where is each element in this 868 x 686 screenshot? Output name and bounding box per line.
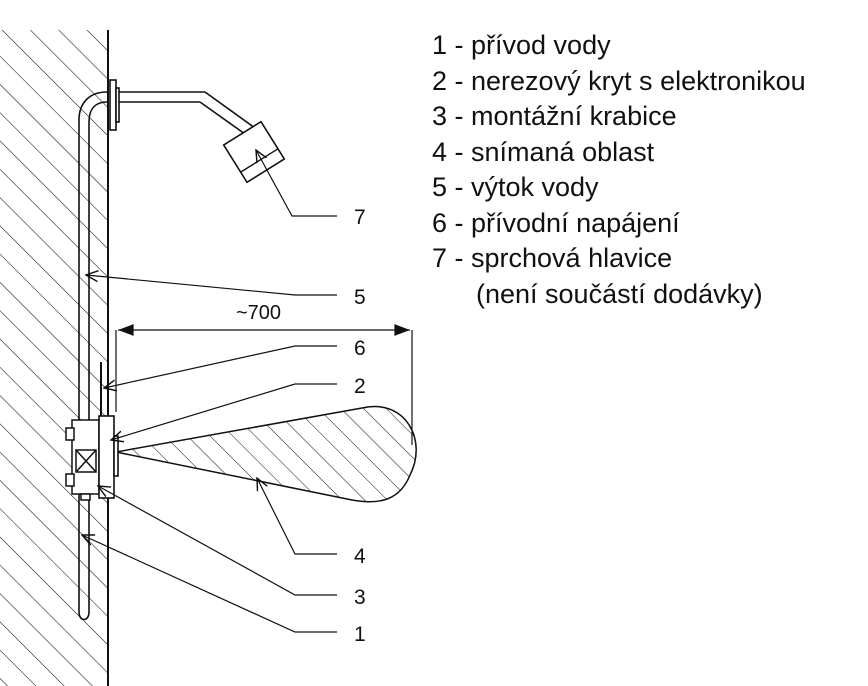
callout-1: 1 [354, 623, 366, 646]
mounting-box [65, 419, 100, 501]
legend-item-5: 5 - výtok vody [432, 172, 599, 202]
legend-item-1: 1 - přívod vody [432, 30, 611, 60]
wall [0, 30, 109, 686]
leader-lines [82, 150, 337, 633]
dimension-line: ~700 [115, 302, 413, 445]
legend-item-4: 4 - snímaná oblast [432, 136, 655, 167]
dimension-label: ~700 [236, 302, 281, 324]
legend-item-7: 7 - sprchová hlavice [432, 243, 673, 273]
callout-5: 5 [354, 286, 366, 309]
legend-item-7-note: (není součástí dodávky) [476, 278, 763, 309]
water-pipe [78, 91, 108, 621]
leader-6 [104, 345, 337, 388]
legend: 1 - přívod vody 2 - nerezový kryt s elek… [432, 28, 806, 312]
leader-3 [98, 486, 337, 596]
callout-6: 6 [354, 337, 366, 360]
legend-item-3: 3 - montážní krabice [432, 101, 677, 131]
leader-4 [257, 478, 337, 555]
callout-4: 4 [354, 545, 366, 568]
leader-7 [256, 150, 337, 217]
stainless-cover [98, 415, 119, 499]
shower-arm [109, 79, 256, 135]
callout-7: 7 [354, 206, 366, 229]
callout-3: 3 [354, 586, 366, 609]
leader-5 [86, 275, 337, 296]
callout-2: 2 [354, 375, 366, 398]
leader-2 [111, 383, 337, 440]
sensing-zone [115, 405, 417, 503]
legend-item-2: 2 - nerezový kryt s elektronikou [432, 65, 806, 96]
legend-item-6: 6 - přívodní napájení [432, 207, 680, 238]
leader-1 [82, 535, 337, 633]
shower-head [222, 120, 286, 184]
